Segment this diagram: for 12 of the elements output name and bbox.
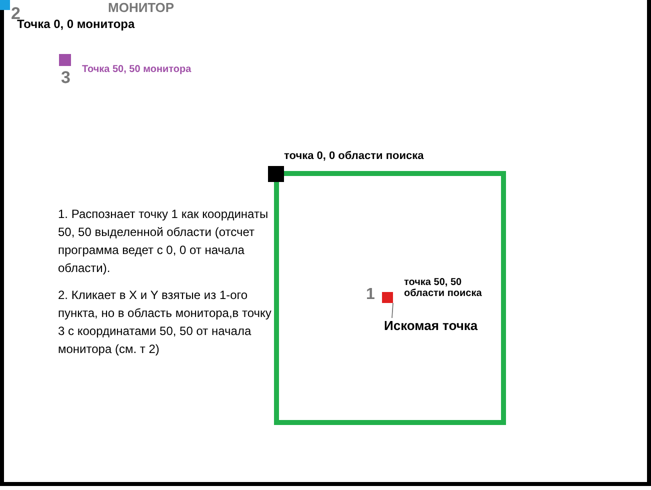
note-text: 2. Кликает в X и Y взятые из 1-ого пункта, но в область монитора,в точку 3 с координатами 50, 50 от начала монитора (см. т 2): [58, 287, 272, 358]
heading: МОНИТОР: [108, 0, 174, 15]
note-text: 1. Распознает точку 1 как координаты 50, 50 выделенной области (отсчет программа ведет с 0, 0 от начала области).: [58, 206, 270, 277]
callout-number: 3: [61, 68, 70, 88]
point-label: Точка 50, 50 монитора: [82, 64, 192, 75]
search-area-frame: [274, 171, 506, 425]
leader-line: [392, 302, 394, 318]
point-label: точка 50, 50 области поиска: [404, 277, 483, 299]
callout-number: 1: [366, 286, 375, 304]
target-point: [382, 292, 393, 303]
target-label: Искомая точка: [384, 318, 478, 333]
point-label: точка 0, 0 области поиска: [284, 150, 424, 162]
